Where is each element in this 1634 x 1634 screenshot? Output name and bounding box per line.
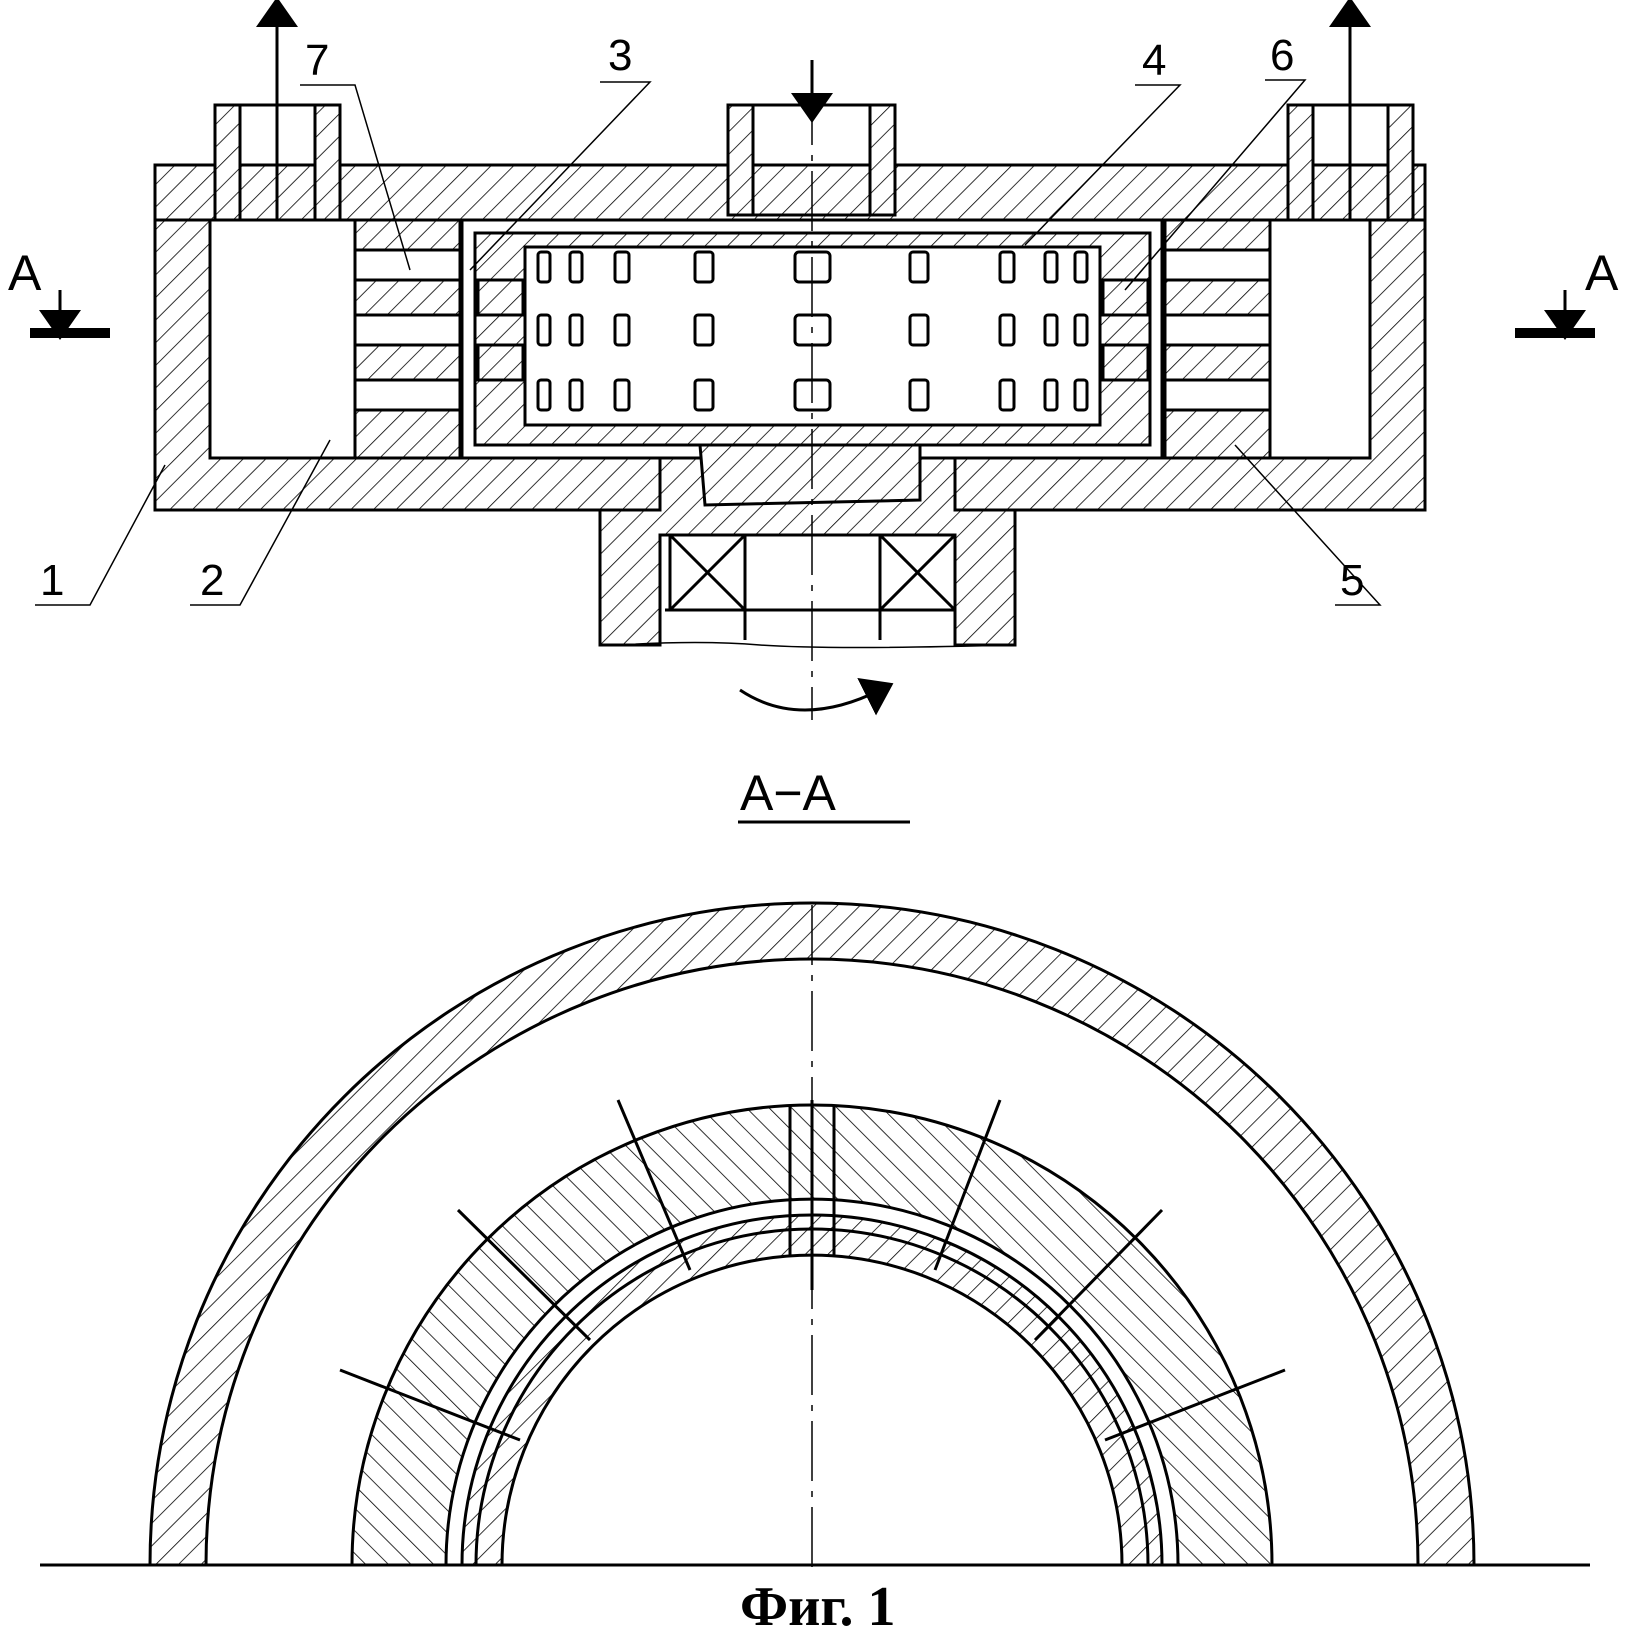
figure-caption: Фиг. 1: [740, 1576, 895, 1634]
callout-6: 6: [1270, 31, 1294, 80]
callout-3: 3: [608, 31, 632, 80]
ring-part-5-right: [1165, 220, 1270, 458]
ring-part-5-left: [355, 220, 460, 458]
section-title-group: A−A: [738, 765, 910, 822]
callout-1: 1: [40, 556, 64, 605]
section-marker-left: A: [8, 245, 42, 301]
cross-section-view: A A 7 3 4 6 1 2 5: [8, 12, 1619, 720]
section-cut-left: A: [8, 245, 110, 338]
bearing-right: [880, 535, 955, 610]
chamber-part-2-left: [210, 220, 355, 458]
section-view-a-a: [40, 903, 1590, 1575]
bearing-left: [670, 535, 745, 610]
rotation-arrow: [740, 690, 880, 710]
callout-5: 5: [1340, 556, 1364, 605]
section-cut-right: A: [1515, 245, 1619, 338]
callout-4: 4: [1142, 36, 1166, 85]
callout-2: 2: [200, 556, 224, 605]
section-title: A−A: [740, 765, 837, 821]
section-marker-right: A: [1585, 245, 1619, 301]
chamber-right: [1270, 220, 1370, 458]
callout-7: 7: [305, 36, 329, 85]
shaft: [620, 535, 1010, 648]
